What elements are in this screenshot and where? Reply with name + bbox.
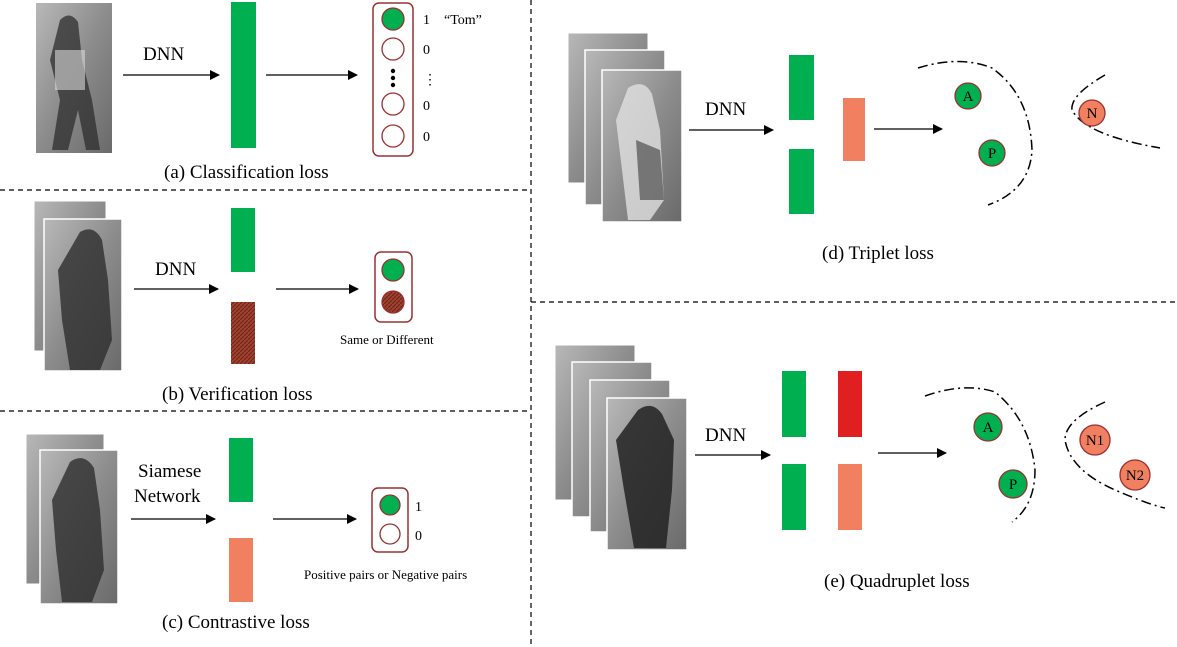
output-box-c — [371, 487, 409, 553]
cluster-boundary-d-positive — [917, 60, 1033, 206]
feature-bar-d-top — [789, 55, 814, 120]
ellipsis-dots-a — [390, 68, 396, 88]
person-image-a — [36, 3, 112, 153]
anchor-node-d — [954, 82, 982, 110]
output-node-a-5 — [381, 124, 405, 148]
feature-bar-c-bottom — [229, 538, 253, 602]
network-label-a: DNN — [143, 44, 184, 65]
output-value-a-5: 0 — [423, 130, 430, 145]
network-label-e: DNN — [705, 425, 746, 446]
anchor-label-e: A — [983, 420, 994, 436]
cluster-boundary-e-negative — [1064, 401, 1166, 509]
output-node-b-different — [381, 290, 405, 314]
output-node-c-positive — [379, 494, 401, 516]
feature-bar-e-bottom-right — [838, 464, 862, 530]
feature-bar-e-bottom-left — [782, 464, 806, 530]
positive-node-d — [978, 139, 1006, 167]
output-name-a-1: “Tom” — [444, 13, 482, 28]
caption-a: (a) Classification loss — [164, 162, 329, 183]
cluster-boundary-e-positive — [924, 387, 1036, 523]
feature-bar-e-top-left — [782, 371, 806, 437]
panel-c: Siamese Network 1 0 Positive pairs or Ne… — [25, 433, 467, 633]
caption-e: (e) Quadruplet loss — [824, 571, 970, 592]
anchor-label-d: A — [963, 89, 974, 105]
output-value-a-3: ⋮ — [423, 73, 437, 88]
output-value-a-2: 0 — [423, 43, 430, 58]
negative2-node-e — [1119, 459, 1151, 491]
feature-bar-b-bottom — [231, 302, 255, 364]
output-node-c-negative — [379, 523, 401, 545]
negative-node-d — [1078, 99, 1106, 127]
panel-d: DNN A P N (d) Triplet loss — [567, 32, 1161, 264]
feature-bar-a — [231, 2, 256, 148]
positive-node-e — [998, 469, 1028, 499]
output-label-c: Positive pairs or Negative pairs — [304, 567, 467, 582]
person-image-b — [33, 200, 123, 372]
feature-bar-c-top — [229, 438, 253, 502]
feature-bar-e-top-right — [838, 371, 862, 437]
negative1-node-e — [1079, 424, 1111, 456]
network-label-c-line1: Siamese — [138, 461, 201, 482]
output-node-a-2 — [381, 37, 405, 61]
output-box-a — [372, 2, 414, 157]
person-image-stack-d — [567, 32, 683, 223]
cluster-boundary-d-negative — [1071, 74, 1161, 149]
person-image-stack-e — [554, 344, 688, 551]
output-label-b: Same or Different — [340, 332, 434, 347]
caption-d: (d) Triplet loss — [822, 243, 934, 264]
output-box-b — [374, 251, 413, 323]
caption-b: (b) Verification loss — [162, 384, 313, 405]
output-node-a-1 — [381, 7, 405, 31]
output-node-b-same — [381, 258, 405, 282]
output-value-a-1: 1 — [423, 13, 430, 28]
output-value-c-1: 1 — [415, 500, 422, 515]
network-label-d: DNN — [705, 99, 746, 120]
panel-b: DNN Same or Different (b) Verification l… — [33, 200, 434, 405]
output-value-c-2: 0 — [415, 529, 422, 544]
panel-e: DNN A P N1 N2 (e) Quadruplet loss — [554, 344, 1166, 592]
network-label-b: DNN — [155, 259, 196, 280]
positive-label-e: P — [1009, 477, 1017, 493]
positive-label-d: P — [988, 146, 996, 162]
person-image-c — [25, 433, 119, 605]
output-node-a-4 — [381, 92, 405, 116]
panel-a: DNN 1 “Tom” 0 ⋮ 0 0 (a) Classification l… — [36, 2, 482, 183]
feature-bar-d-bottom — [789, 149, 814, 214]
output-value-a-4: 0 — [423, 99, 430, 114]
feature-bar-d-embedding — [843, 98, 865, 161]
network-label-c-line2: Network — [134, 486, 201, 507]
caption-c: (c) Contrastive loss — [162, 612, 310, 633]
negative2-label-e: N2 — [1126, 468, 1144, 484]
negative-label-d: N — [1087, 106, 1098, 122]
anchor-node-e — [973, 412, 1003, 442]
feature-bar-b-top — [231, 208, 255, 272]
negative1-label-e: N1 — [1086, 433, 1104, 449]
